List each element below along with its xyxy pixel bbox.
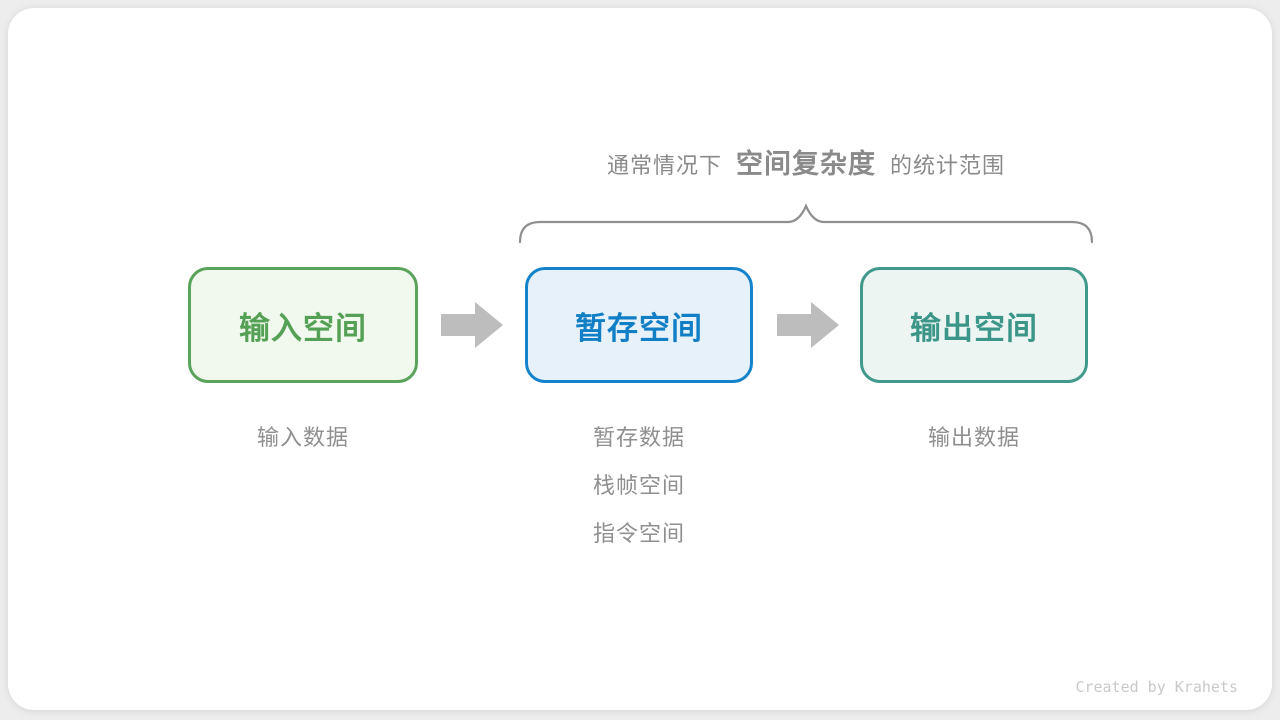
- note-item: 指令空间: [592, 521, 685, 546]
- scope-brace: [518, 203, 1094, 244]
- input-space-label: 输入空间: [239, 310, 367, 346]
- annotation-prefix: 通常情况下: [606, 153, 722, 178]
- temp-space-label: 暂存空间: [575, 310, 703, 346]
- output-space-box: 输出空间: [860, 267, 1088, 383]
- temp-space-notes: 暂存数据 栈帧空间 指令空间: [525, 414, 753, 558]
- temp-space-box: 暂存空间: [525, 267, 753, 383]
- input-space-box: 输入空间: [188, 267, 418, 383]
- note-item: 暂存数据: [592, 425, 685, 450]
- output-space-notes: 输出数据: [860, 414, 1088, 462]
- note-item: 输出数据: [927, 425, 1020, 450]
- scope-annotation: 通常情况下 空间复杂度 的统计范围: [332, 142, 1280, 181]
- note-item: 栈帧空间: [592, 473, 685, 498]
- output-space-label: 输出空间: [910, 310, 1038, 346]
- arrow-right-icon: [441, 302, 503, 348]
- note-item: 输入数据: [256, 425, 349, 450]
- annotation-suffix: 的统计范围: [890, 153, 1006, 178]
- input-space-notes: 输入数据: [188, 414, 418, 462]
- watermark-credit: Created by Krahets: [1075, 678, 1238, 696]
- annotation-highlight: 空间复杂度: [736, 149, 876, 179]
- arrow-right-icon: [777, 302, 839, 348]
